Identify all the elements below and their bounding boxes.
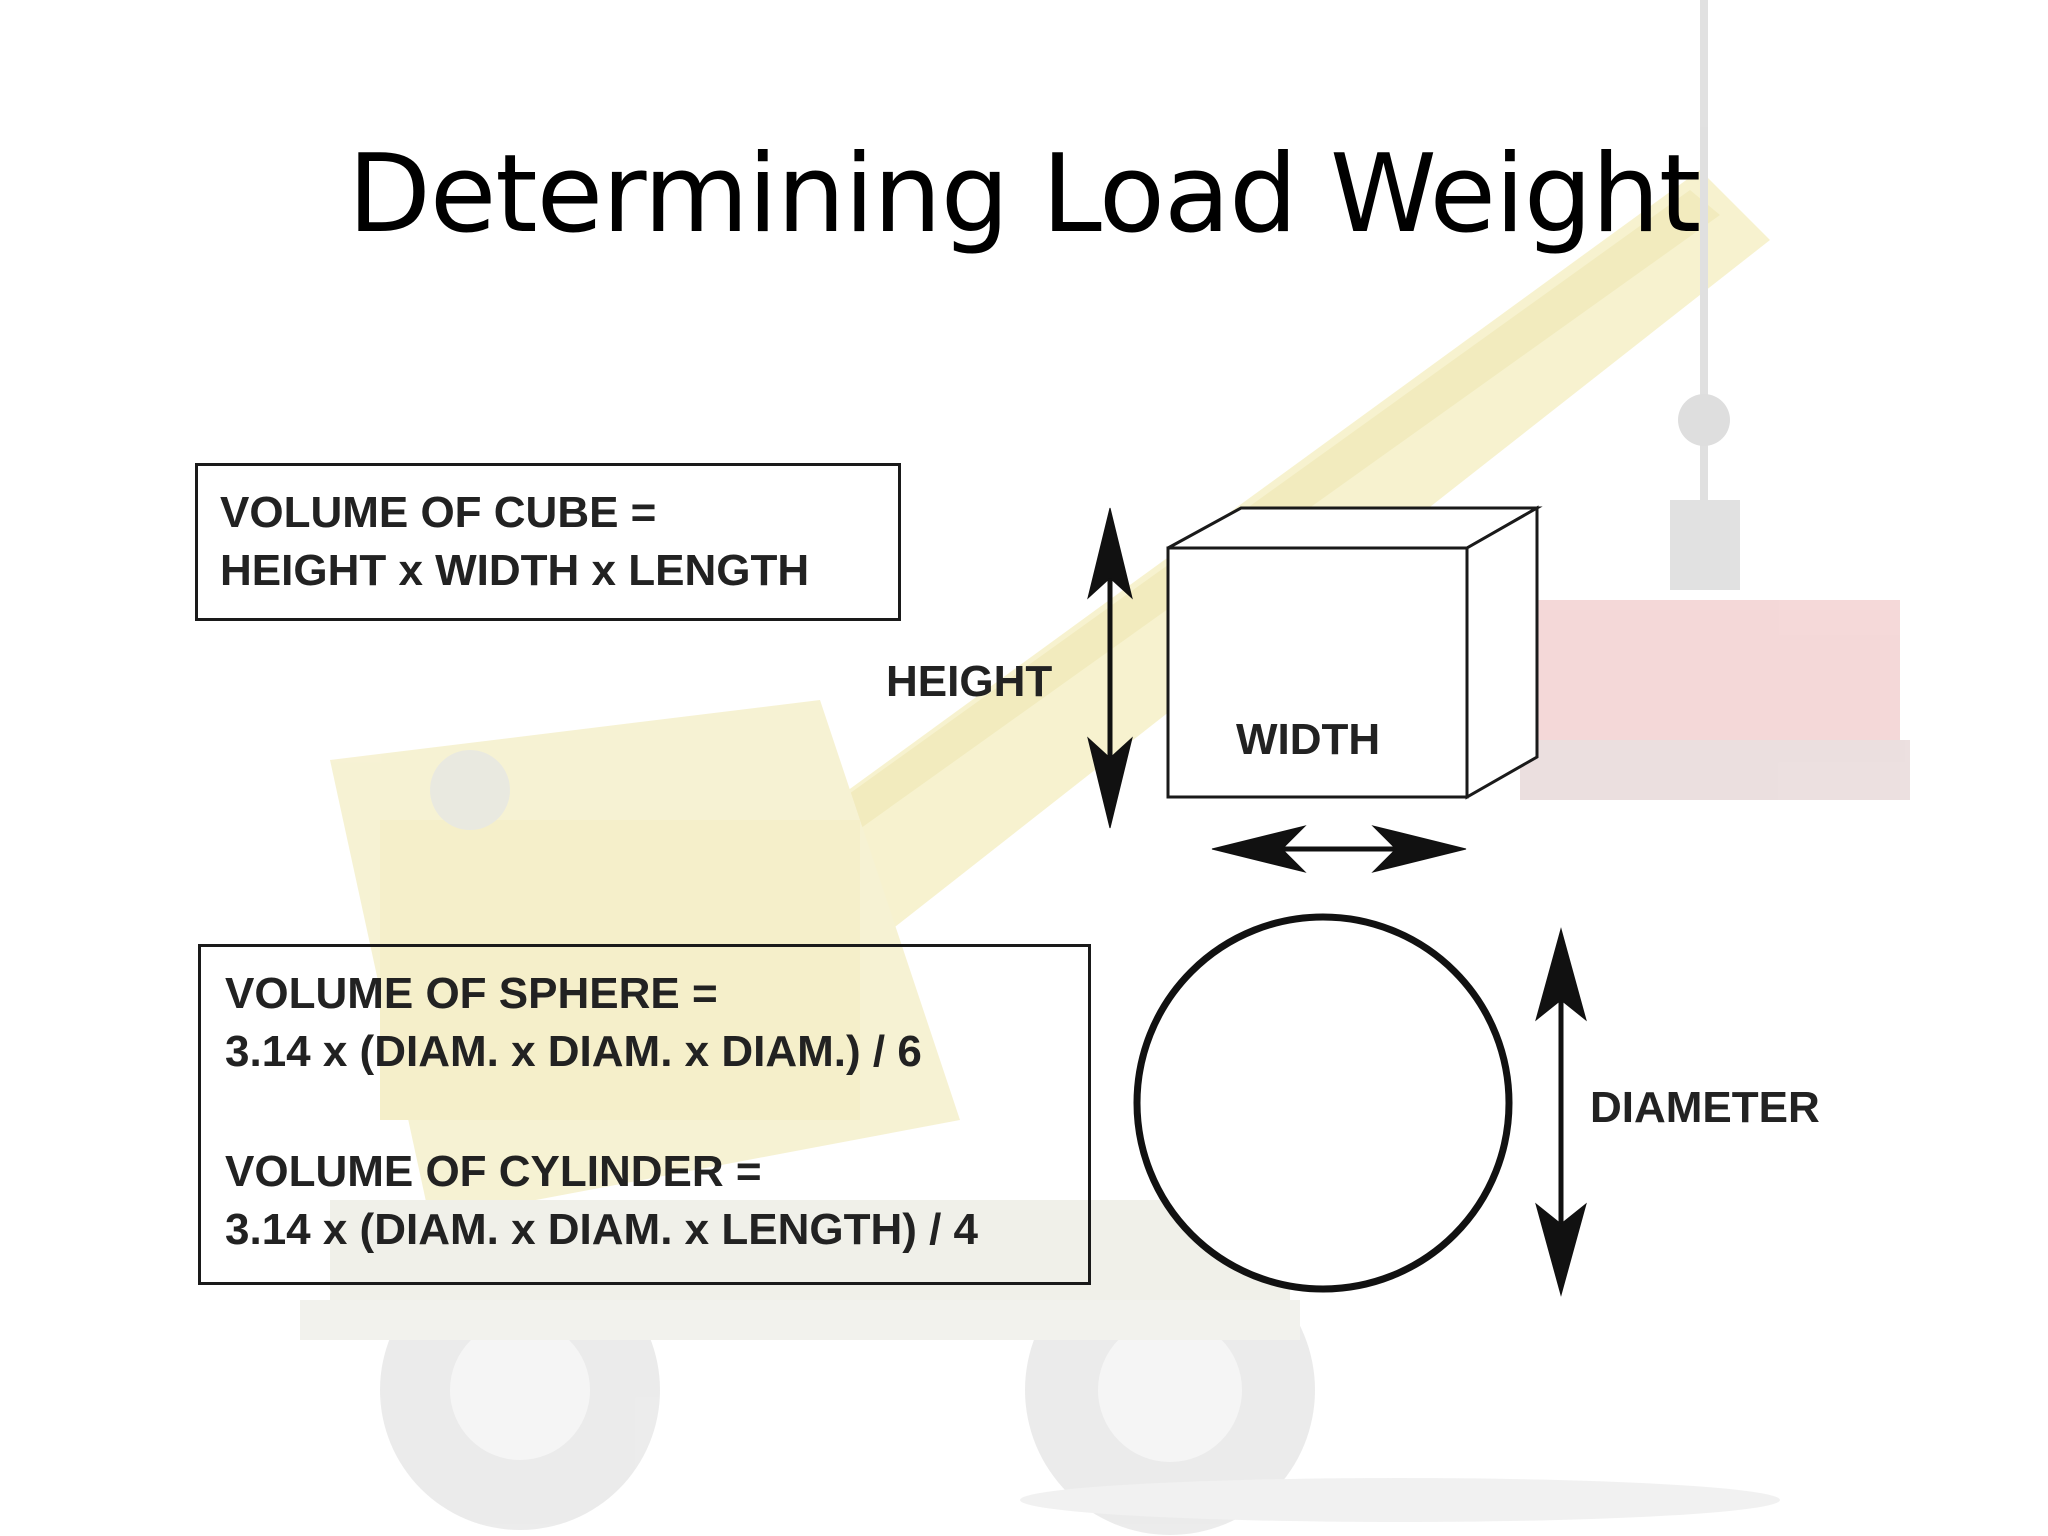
sphere-cylinder-formula-box: VOLUME OF SPHERE = 3.14 x (DIAM. x DIAM.… (198, 944, 1091, 1285)
cylinder-formula-line-2: 3.14 x (DIAM. x DIAM. x LENGTH) / 4 (225, 1205, 979, 1254)
cylinder-formula-line-1: VOLUME OF CYLINDER = (225, 1147, 762, 1196)
width-label: WIDTH (1236, 715, 1381, 764)
cube-formula-line-1: VOLUME OF CUBE = (220, 488, 657, 537)
cube-volume-formula-box: VOLUME OF CUBE = HEIGHT x WIDTH x LENGTH (195, 463, 901, 621)
width-arrow (1211, 825, 1467, 873)
diameter-label: DIAMETER (1590, 1083, 1820, 1132)
cube-formula-line-2: HEIGHT x WIDTH x LENGTH (220, 546, 810, 595)
diameter-arrow (1535, 927, 1587, 1297)
slide-title: Determining Load Weight (347, 132, 1702, 257)
circle-shape (1133, 913, 1513, 1293)
height-arrow (1087, 507, 1133, 829)
sphere-formula-line-1: VOLUME OF SPHERE = (225, 969, 718, 1018)
sphere-formula-line-2: 3.14 x (DIAM. x DIAM. x DIAM.) / 6 (225, 1027, 922, 1076)
height-label: HEIGHT (886, 657, 1053, 706)
cube-shape (1166, 505, 1543, 800)
